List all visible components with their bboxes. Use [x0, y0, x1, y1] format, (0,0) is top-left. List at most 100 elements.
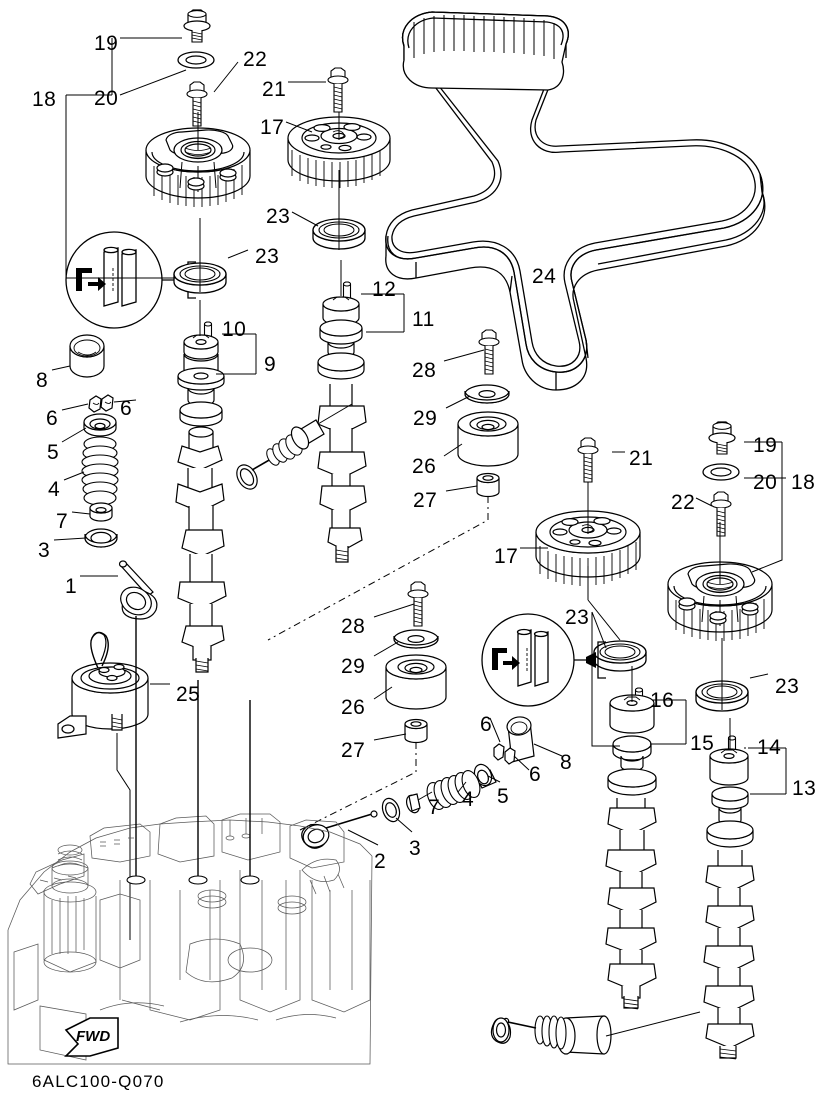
- bearing-23-top-mid: [291, 170, 366, 250]
- callout-23-top-mid: 23: [266, 205, 291, 228]
- timing-belt-24: [385, 11, 766, 391]
- callout-3-lower: 3: [409, 837, 422, 860]
- callout-20-left: 20: [94, 87, 119, 110]
- callout-8-left: 8: [36, 369, 49, 392]
- washer-20-right: [702, 463, 740, 481]
- vvt-sprocket-assembly-left: [65, 9, 251, 279]
- callout-6-left-a: 6: [46, 407, 59, 430]
- callout-13: 13: [792, 777, 817, 800]
- callout-26-upper: 26: [412, 455, 437, 478]
- callout-16: 16: [650, 689, 675, 712]
- bolt-19-left: [183, 9, 211, 43]
- valve-spring-4-lower: [426, 770, 481, 810]
- bearing-23-left: [173, 218, 249, 294]
- callout-17-left: 17: [260, 116, 285, 139]
- idler-pulley-upper: [457, 329, 519, 498]
- callout-18-right: 18: [791, 471, 816, 494]
- callout-29-upper: 29: [413, 407, 438, 430]
- callout-19-right: 19: [753, 434, 778, 457]
- lifter-8-left: [69, 334, 105, 378]
- retainer-5-left: [83, 413, 117, 437]
- callout-7-left: 7: [56, 510, 69, 533]
- bolt-28-upper: [478, 329, 500, 375]
- callout-2: 2: [374, 850, 387, 873]
- bolt-19-right: [708, 421, 736, 455]
- camshaft-11-mid: [317, 281, 367, 563]
- callout-21-left: 21: [262, 78, 287, 101]
- callout-6-lower-a: 6: [480, 713, 493, 736]
- bolt-28-lower: [407, 581, 429, 627]
- callout-27-lower: 27: [341, 739, 366, 762]
- callout-28-upper: 28: [412, 359, 437, 382]
- callout-5-lower: 5: [497, 785, 510, 808]
- keeper-6-left: [88, 394, 114, 413]
- callout-4-left: 4: [48, 478, 61, 501]
- cam-sprocket-17-right: [520, 437, 641, 586]
- callout-19-left: 19: [94, 32, 119, 55]
- callout-25-tensioner: 25: [176, 683, 201, 706]
- collar-27-upper: [476, 472, 500, 498]
- callout-10: 10: [222, 318, 247, 341]
- valve-train-bottom-right: [490, 1015, 612, 1055]
- bolt-22-left: [186, 81, 208, 127]
- idler-pulley-lower: [385, 581, 447, 744]
- callout-20-right: 20: [753, 471, 778, 494]
- valve-1: [118, 560, 158, 620]
- callout-1: 1: [65, 575, 78, 598]
- bolt-22-right: [710, 491, 732, 537]
- seat-7-lower: [405, 793, 421, 814]
- cam-sprocket-17-left: [285, 67, 391, 188]
- callout-23-left: 23: [255, 245, 280, 268]
- callout-24-belt: 24: [532, 265, 557, 288]
- callout-21-right: 21: [629, 447, 654, 470]
- callout-23-right: 23: [775, 675, 800, 698]
- callout-11: 11: [412, 308, 435, 331]
- fwd-arrow-marker: [64, 1017, 119, 1057]
- washer-29-upper: [464, 384, 510, 404]
- keeper-6-lower: [493, 743, 516, 765]
- fwd-label: FWD: [76, 1028, 111, 1045]
- callout-12: 12: [372, 278, 397, 301]
- callout-4-lower: 4: [462, 788, 475, 811]
- callout-22-right: 22: [671, 491, 696, 514]
- callout-8-lower: 8: [560, 751, 573, 774]
- callout-3-left: 3: [38, 539, 51, 562]
- engine-block-phantom: [7, 813, 373, 1065]
- bolt-21-right: [577, 437, 599, 483]
- callout-14: 14: [757, 736, 782, 759]
- callout-6-lower-b: 6: [529, 763, 542, 786]
- callout-18-left: 18: [32, 88, 57, 111]
- bolt-21-left: [327, 67, 349, 113]
- oil-seal-3-left: [84, 528, 118, 548]
- callout-26-lower: 26: [341, 696, 366, 719]
- callout-15: 15: [690, 732, 715, 755]
- seat-7-left: [89, 502, 113, 522]
- callout-7-lower: 7: [428, 796, 441, 819]
- vvt-sprocket-assembly-right: [667, 421, 786, 641]
- collar-27-lower: [404, 718, 428, 744]
- callout-28-lower: 28: [341, 615, 366, 638]
- valve-assembly-mid: [236, 419, 325, 490]
- retainer-5-lower: [473, 763, 497, 789]
- part-number-label: 6ALC100-Q070: [32, 1072, 165, 1091]
- callout-17-right: 17: [494, 545, 519, 568]
- camshaft-13-right: [703, 735, 755, 1060]
- callout-27-upper: 27: [413, 489, 438, 512]
- valve-spring-4-left: [81, 436, 119, 506]
- camshaft-15-right: [605, 687, 657, 1010]
- callout-6-left-b: 6: [120, 397, 133, 420]
- idler-pulley-26-upper: [457, 411, 519, 467]
- idler-pulley-26-lower: [385, 654, 447, 710]
- bearing-23-mid-right: [587, 566, 647, 672]
- washer-20-left: [177, 51, 215, 69]
- callout-23-mid-right: 23: [565, 606, 590, 629]
- tensioner-25: [57, 631, 149, 739]
- detail-bubble-right: [481, 613, 606, 707]
- valve-train-left: [69, 334, 158, 620]
- bearing-23-right: [695, 638, 769, 712]
- valve-2: [301, 810, 378, 849]
- callout-5-left: 5: [47, 441, 60, 464]
- vvt-sprocket-18-right: [667, 561, 773, 641]
